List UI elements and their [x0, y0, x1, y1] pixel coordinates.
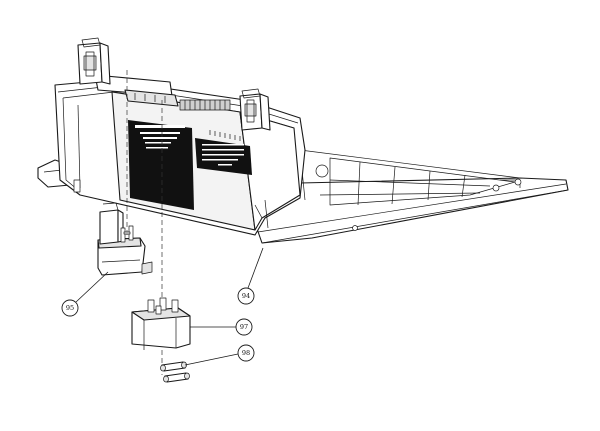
callout-95-label: 95 — [66, 304, 74, 312]
left-clip — [77, 37, 111, 85]
callout-94-label: 94 — [242, 292, 250, 300]
top-vents — [179, 99, 231, 111]
side-vents — [209, 130, 241, 141]
base-housing — [37, 37, 569, 244]
part-95-relay-bracket — [97, 202, 153, 276]
callout-94: 94 — [237, 247, 264, 305]
callout-97-label: 97 — [240, 323, 248, 331]
label-panel-left — [128, 120, 194, 210]
part-97-relay — [131, 297, 191, 350]
callout-97: 97 — [190, 318, 253, 336]
callout-98-label: 98 — [242, 349, 250, 357]
part-98-fuses — [160, 361, 190, 383]
right-clip — [239, 88, 271, 131]
label-panel-right — [195, 138, 252, 175]
callout-95: 95 — [61, 271, 109, 317]
callout-98: 98 — [184, 344, 255, 366]
